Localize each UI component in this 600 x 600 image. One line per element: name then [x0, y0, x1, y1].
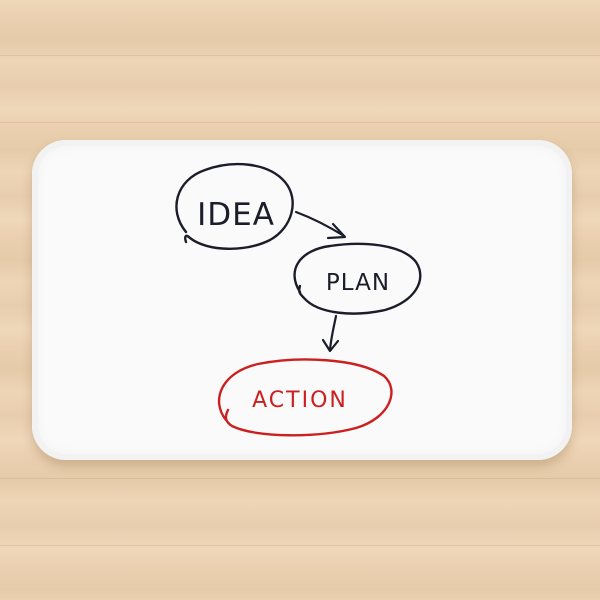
idea-label: IDEA	[197, 197, 275, 233]
plan-ellipse	[293, 242, 422, 315]
arrow-plan-to-action	[321, 314, 340, 353]
idea-ellipse	[175, 162, 294, 250]
plan-node: PLAN	[293, 242, 422, 315]
action-label: ACTION	[252, 388, 348, 413]
action-ellipse	[217, 358, 393, 437]
arrow-idea-to-plan	[294, 210, 347, 240]
bath-mat	[32, 140, 572, 460]
action-node: ACTION	[217, 358, 393, 437]
idea-node: IDEA	[175, 162, 294, 250]
plan-label: PLAN	[326, 270, 390, 296]
